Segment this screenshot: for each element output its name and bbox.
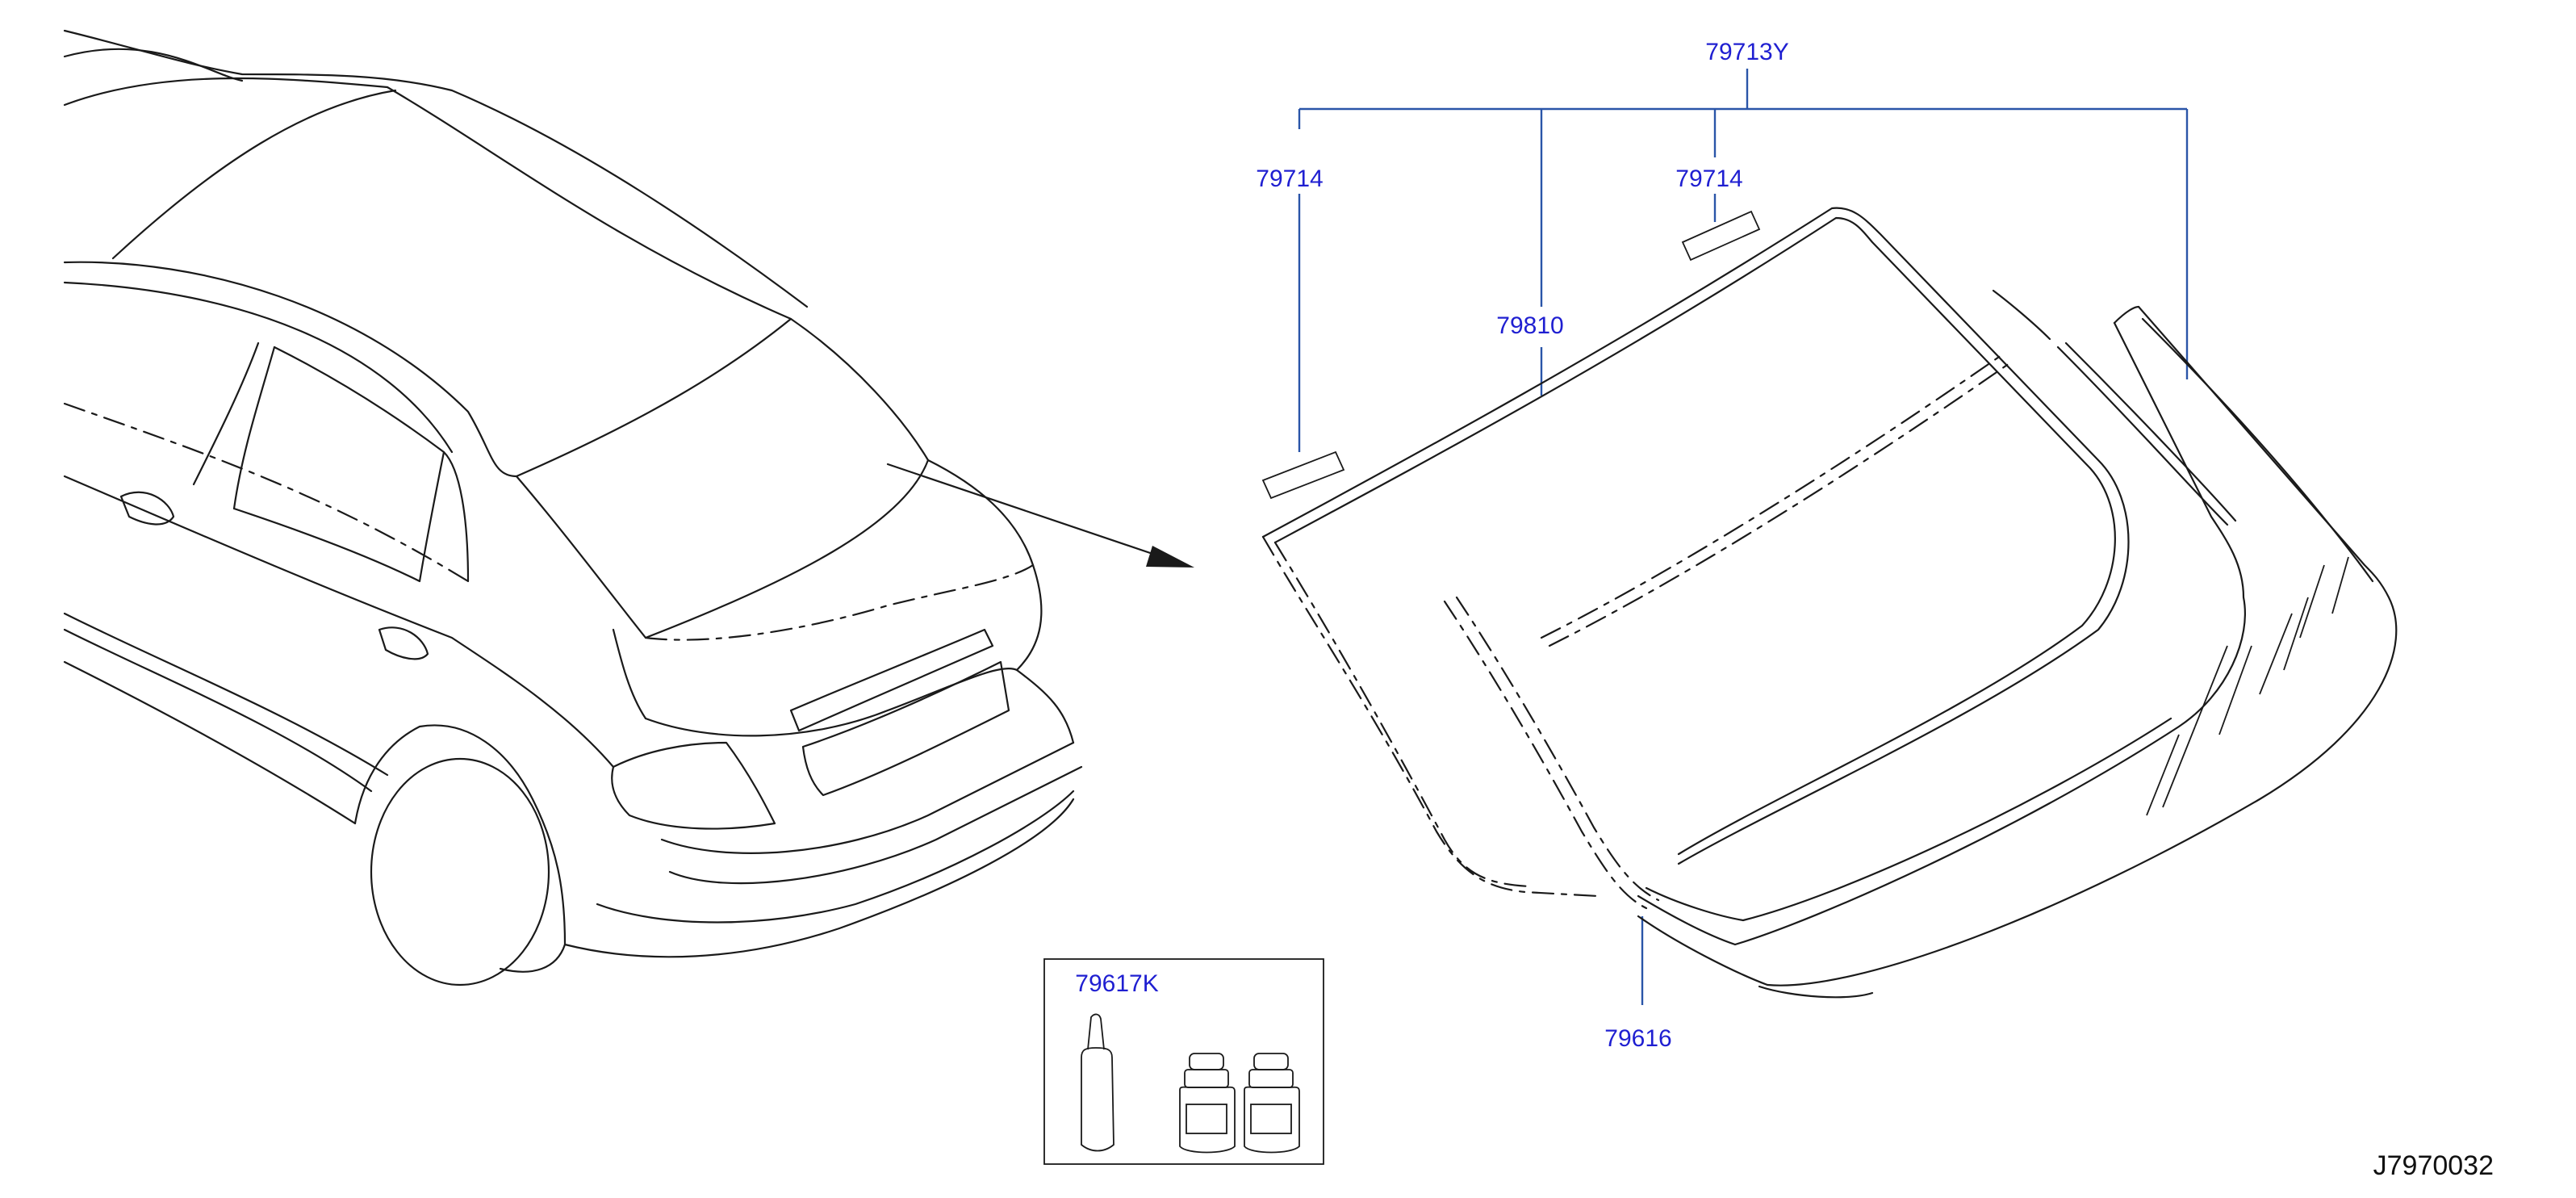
primer-bottle-1 [1179,1053,1236,1154]
adhesive-tube [1081,1013,1114,1152]
rear-window-moulding [1637,289,2398,999]
dam-rubber [1443,354,2011,910]
callout-79714-right[interactable]: 79714 [1675,165,1742,192]
diagram-id: J7970032 [2373,1150,2494,1181]
primer-bottle-2 [1244,1053,1300,1154]
adhesive-kit-box [1043,958,1324,1165]
glass-clip-left [1261,450,1345,500]
callout-79617K[interactable]: 79617K [1075,970,1158,997]
glass-clip-right [1681,210,1761,262]
callout-79616[interactable]: 79616 [1604,1025,1671,1052]
callout-79810[interactable]: 79810 [1496,312,1563,339]
leader-lines [1298,69,2189,1005]
rear-window-glass [1261,207,2130,898]
callout-79713Y[interactable]: 79713Y [1705,39,1788,65]
car-rear-view-illustration [63,29,1194,986]
arrow-head [1146,546,1194,568]
callout-79714-left[interactable]: 79714 [1256,165,1323,192]
